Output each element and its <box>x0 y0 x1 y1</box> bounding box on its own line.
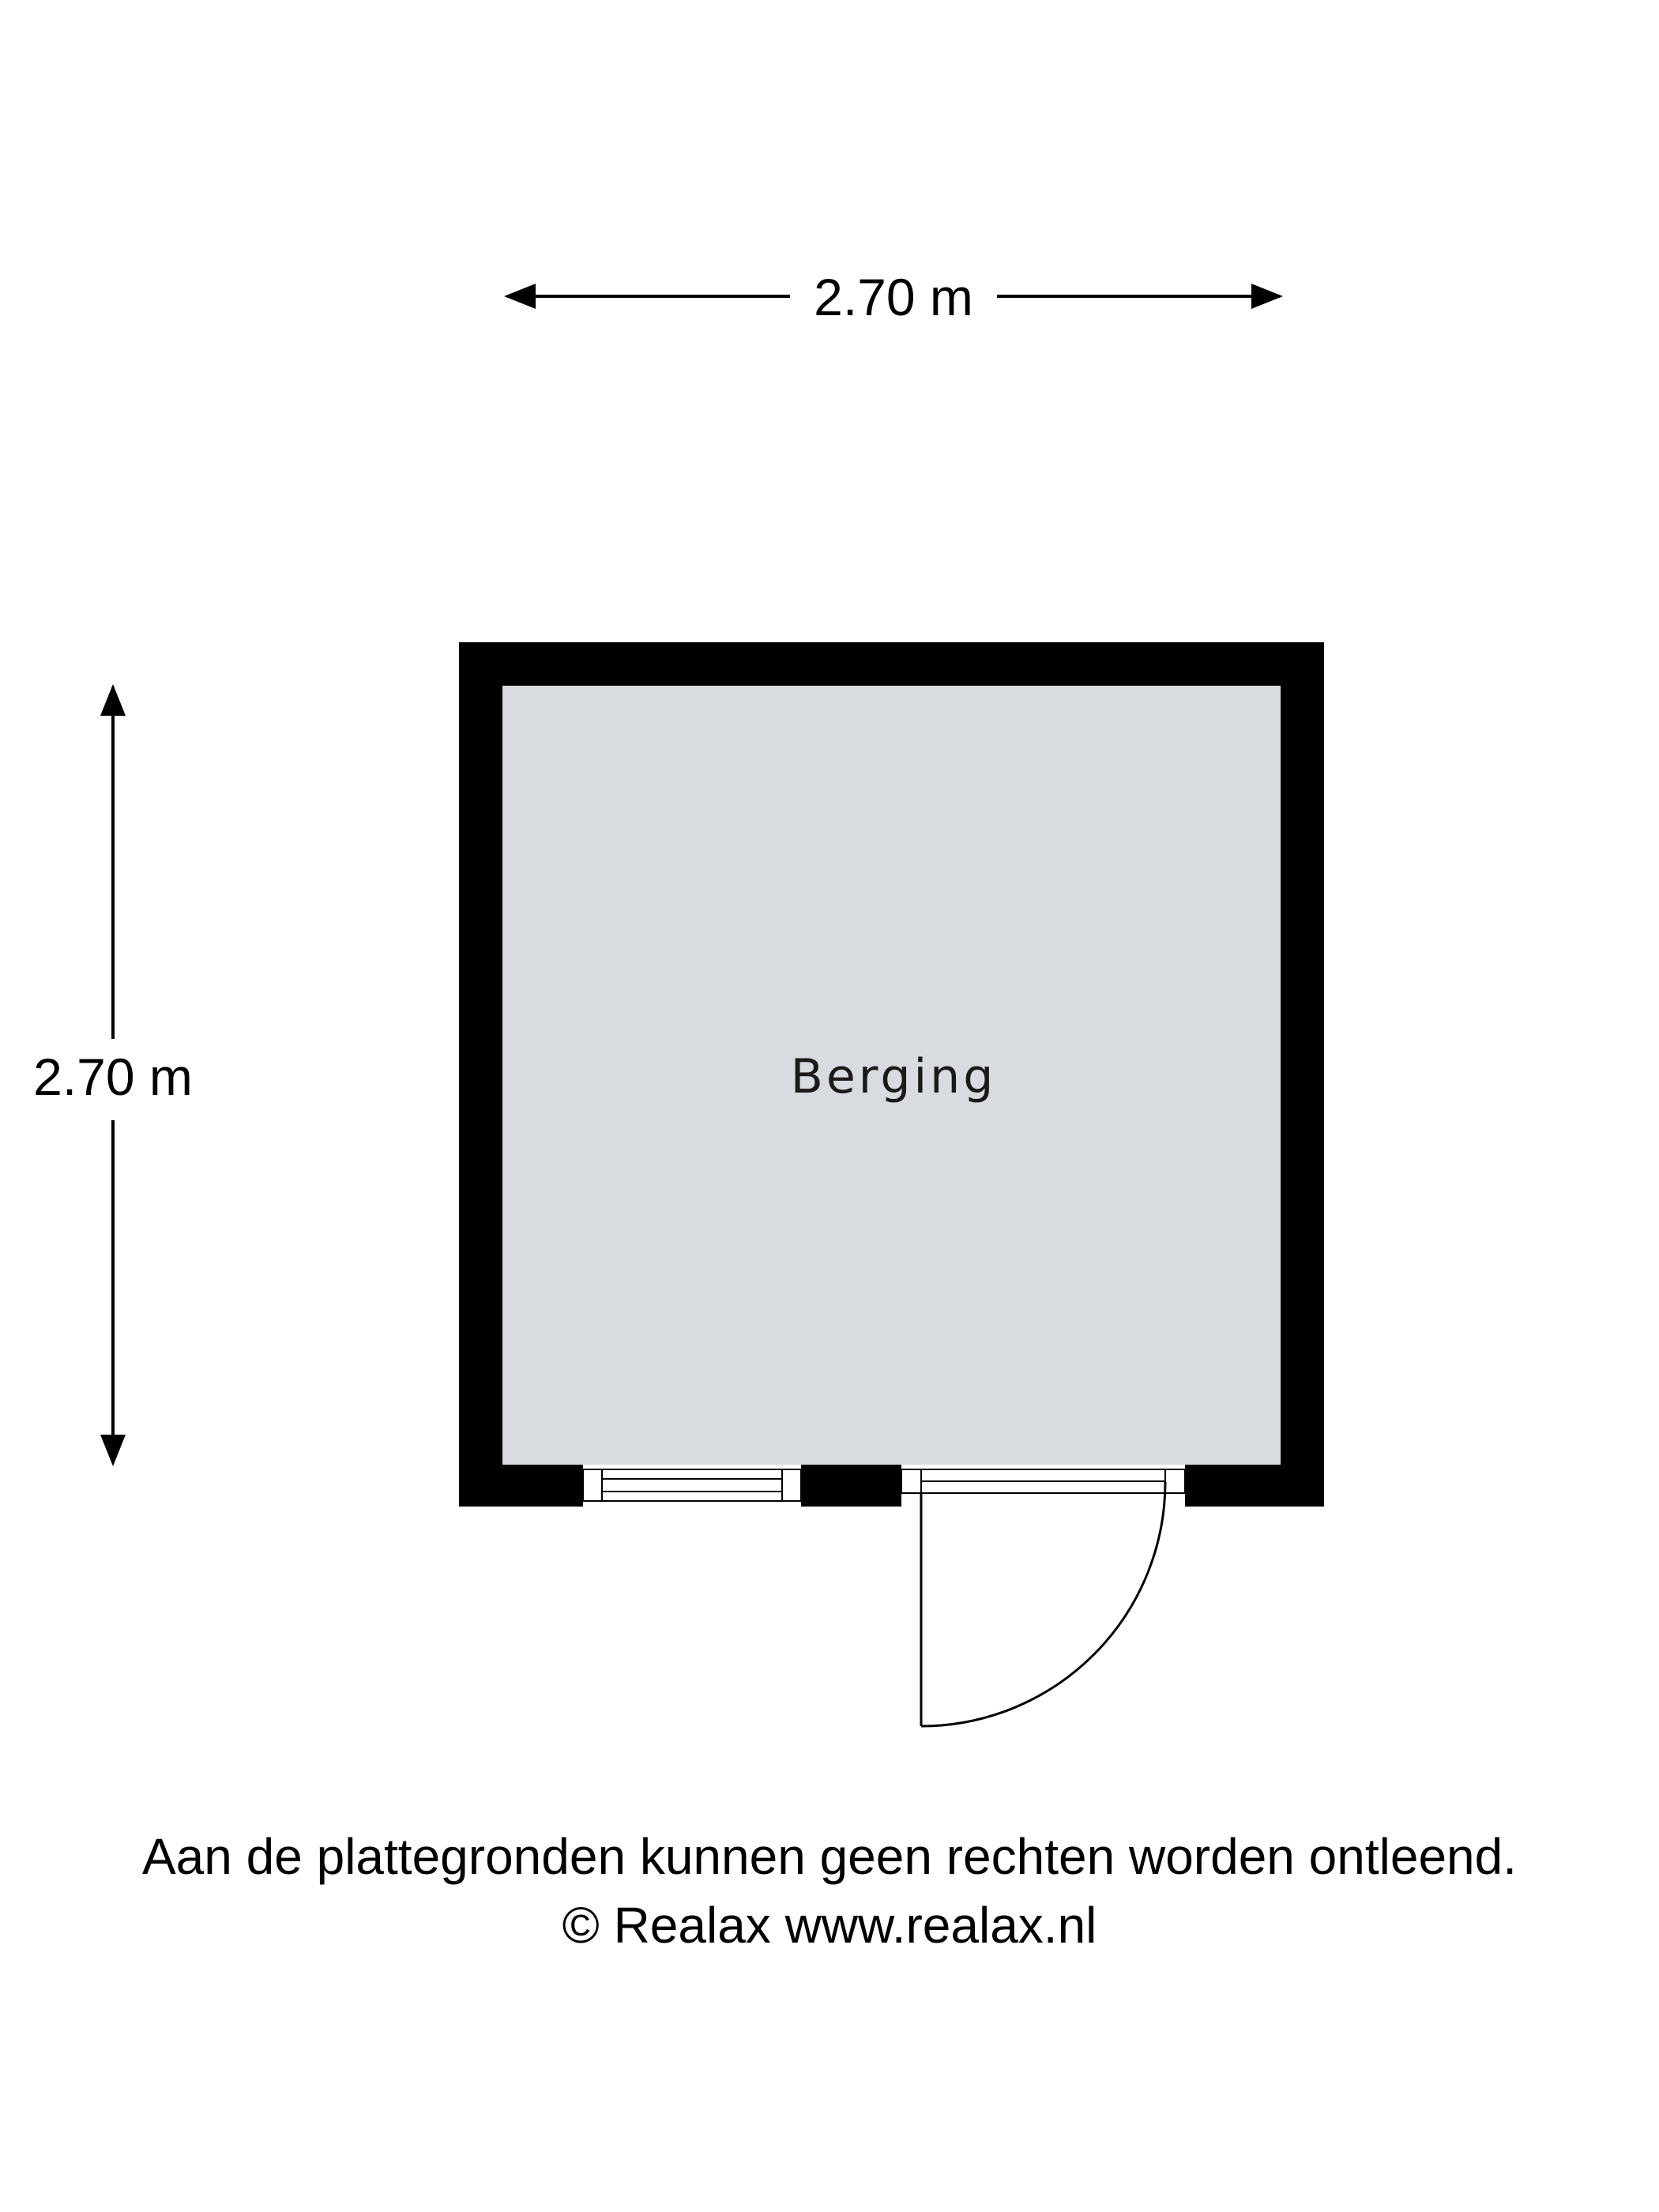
window-frame <box>582 1469 802 1502</box>
door <box>901 1469 1186 1728</box>
wall-bottom-left <box>459 1465 583 1507</box>
disclaimer-text: Aan de plattegronden kunnen geen rechten… <box>141 1828 1518 1885</box>
wall-top <box>459 642 1324 686</box>
walls <box>459 642 1324 1507</box>
room-label: Berging <box>791 1049 997 1104</box>
wall-bottom-right <box>1185 1465 1324 1507</box>
window <box>582 1469 802 1502</box>
wall-left <box>459 642 502 1507</box>
room-floor <box>502 686 1281 1465</box>
height-dimension: 2.70 m <box>33 684 193 1466</box>
door-swing-arc <box>920 1481 1167 1728</box>
height-dimension-label: 2.70 m <box>33 1048 193 1106</box>
width-dimension-label: 2.70 m <box>814 268 973 326</box>
wall-bottom-middle <box>801 1465 901 1507</box>
copyright-text: © Realax www.realax.nl <box>562 1897 1097 1954</box>
wall-right <box>1281 642 1324 1507</box>
width-dimension: 2.70 m <box>504 268 1283 326</box>
